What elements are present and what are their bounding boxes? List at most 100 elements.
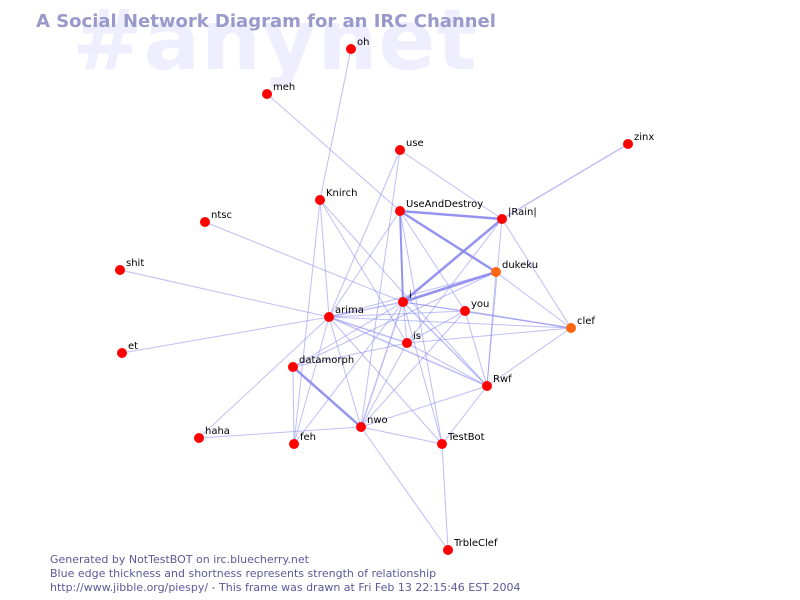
edge-TestBot-TrbleClef [441, 443, 449, 551]
node-arima: arima [324, 305, 364, 322]
node-marker [194, 433, 204, 443]
node-label: oh [357, 37, 369, 48]
node-label: Rwf [493, 374, 512, 385]
node-label: use [406, 138, 424, 149]
node-TrbleClef: TrbleClef [443, 538, 498, 555]
node-meh: meh [262, 82, 295, 99]
node-dukeku: dukeku [491, 260, 538, 277]
edge-dukeku-arima [328, 271, 497, 318]
node-label: UseAndDestroy [406, 199, 483, 210]
node-marker [324, 312, 334, 322]
edge-zinx-Rain [501, 143, 629, 220]
edge-i-arima [328, 301, 404, 318]
node-label: nwo [367, 415, 388, 426]
node-nwo: nwo [356, 415, 388, 432]
node-marker [315, 195, 325, 205]
edge-arima-Rwf [328, 316, 488, 387]
edge-dukeku-Rwf [486, 271, 497, 387]
edge-i-is [402, 301, 408, 344]
footer-legend-note: Blue edge thickness and shortness repres… [50, 567, 437, 580]
node-marker [460, 306, 470, 316]
node-marker [289, 439, 299, 449]
node-label: datamorph [299, 355, 354, 366]
edge-arima-clef [328, 316, 572, 329]
node-label: feh [300, 432, 316, 443]
edge-Rwf-nwo [360, 385, 488, 428]
node-marker [491, 267, 501, 277]
node-marker [443, 545, 453, 555]
node-oh: oh [346, 37, 369, 54]
footer-url-timestamp: http://www.jibble.org/piespy/ - This fra… [50, 581, 521, 594]
node-label: arima [335, 305, 364, 316]
edge-datamorph-feh [292, 366, 295, 445]
node-label: haha [205, 426, 230, 437]
node-marker [623, 139, 633, 149]
edge-Knirch-arima [319, 199, 330, 318]
node-marker [497, 214, 507, 224]
edge-you-arima [328, 310, 466, 318]
edge-Knirch-feh [293, 199, 321, 445]
edge-i-Rwf [402, 301, 488, 387]
node-et: et [117, 341, 138, 358]
edge-UseAndDestroy-dukeku [399, 209, 497, 274]
node-marker [200, 217, 210, 227]
node-label: et [128, 341, 138, 352]
edge-nwo-TestBot [360, 426, 443, 445]
edge-UseAndDestroy-i [399, 210, 404, 303]
node-you: you [460, 299, 489, 316]
edge-you-clef [464, 310, 572, 329]
edge-nwo-haha [198, 426, 362, 439]
edge-UseAndDestroy-Rain [399, 209, 503, 221]
edge-arima-feh [293, 316, 330, 445]
edge-Rain-i [402, 218, 503, 303]
node-i: i [398, 290, 412, 307]
node-TestBot: TestBot [437, 432, 485, 449]
node-marker [395, 145, 405, 155]
edge-arima-TestBot [328, 316, 443, 445]
edge-UseAndDestroy-you [399, 210, 466, 312]
edge-oh-Knirch [319, 48, 352, 201]
node-marker [356, 422, 366, 432]
edge-i-feh [293, 301, 404, 445]
edge-you-nwo [360, 310, 466, 428]
node-marker [395, 206, 405, 216]
node-label: dukeku [502, 260, 538, 271]
edge-shit-arima [119, 269, 330, 318]
edge-UseAndDestroy-TestBot [399, 210, 443, 445]
edge-i-datamorph [292, 301, 404, 368]
edge-layer [119, 48, 629, 551]
edge-is-nwo [360, 342, 408, 428]
node-marker [402, 338, 412, 348]
edge-Rain-clef [501, 218, 572, 329]
node-marker [288, 362, 298, 372]
node-marker [115, 265, 125, 275]
edge-nwo-TrbleClef [360, 426, 449, 551]
node-label: |Rain| [508, 207, 537, 218]
node-datamorph: datamorph [288, 355, 354, 372]
node-marker [566, 323, 576, 333]
edge-clef-Rwf [486, 327, 572, 387]
channel-watermark: #anynet [72, 0, 478, 89]
edge-nwo-use [360, 149, 401, 428]
edge-is-Rwf [406, 342, 488, 387]
node-clef: clef [566, 316, 595, 333]
edge-arima-et [121, 316, 330, 354]
footer-info: Generated by NotTestBOT on irc.bluecherr… [50, 553, 520, 595]
edge-you-is [406, 310, 466, 344]
node-marker [398, 297, 408, 307]
node-Knirch: Knirch [315, 188, 357, 205]
node-use: use [395, 138, 424, 155]
diagram-title: A Social Network Diagram for an IRC Chan… [36, 11, 496, 32]
node-label: is [413, 331, 421, 342]
edge-arima-nwo [328, 316, 362, 428]
edge-use-arima [328, 149, 401, 318]
edge-is-datamorph [292, 342, 408, 368]
node-label: TestBot [447, 432, 485, 443]
node-ntsc: ntsc [200, 210, 232, 227]
edge-use-Rain [399, 149, 503, 220]
edge-UseAndDestroy-arima [328, 210, 401, 318]
node-haha: haha [194, 426, 230, 443]
edge-dukeku-i [402, 270, 497, 304]
